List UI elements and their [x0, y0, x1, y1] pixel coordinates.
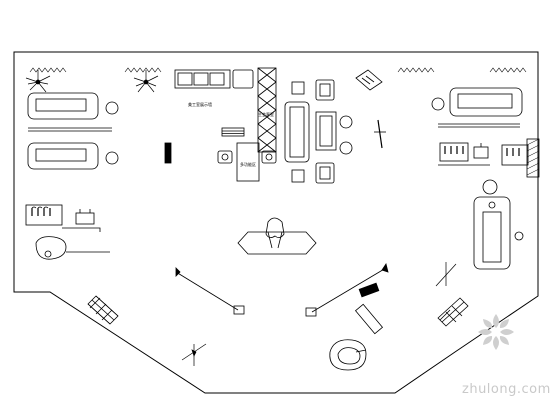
tilted-frame [355, 69, 383, 91]
reception-desk [237, 217, 317, 255]
hatched-panel-bottom-left [87, 295, 119, 325]
cabinet-left [25, 204, 101, 232]
room-label-a: 美工室展示墙 [188, 101, 212, 107]
bathtub-left [35, 236, 110, 260]
flower-logo-icon [478, 314, 514, 350]
angled-partition-left [175, 267, 245, 315]
display-stand-left-1 [27, 92, 119, 132]
floor-plan-outline [13, 51, 539, 394]
plant-icon-center [133, 70, 159, 93]
small-sign [358, 282, 380, 298]
display-stand-left-2 [27, 142, 119, 170]
axis-marker-bottom [181, 343, 207, 366]
hatched-panel-bottom-right [437, 297, 469, 327]
zigzag-markers-top [29, 67, 527, 73]
cabinet-right [438, 142, 529, 166]
door-block [164, 142, 172, 164]
room-label-b: 多功能区 [240, 161, 256, 167]
small-table-grid [221, 127, 245, 137]
watermark-text: zhulong.com [462, 382, 551, 397]
display-stand-right [431, 87, 523, 128]
display-case-row [174, 69, 254, 89]
wall-bracket [374, 119, 386, 149]
plant-icon-left [25, 70, 51, 93]
sofa-set: 主会客室 [258, 79, 353, 184]
display-bench-right [473, 179, 524, 270]
bathtub-bottom [329, 339, 367, 371]
room-label-c: 主会客室 [258, 111, 274, 117]
reading-bench [354, 303, 384, 335]
angled-partition-right [305, 263, 389, 317]
axis-marker-right [435, 262, 457, 287]
hatched-panel-right [526, 138, 540, 178]
meeting-table: 多功能区 [217, 142, 277, 182]
shelf-stack [257, 67, 277, 153]
